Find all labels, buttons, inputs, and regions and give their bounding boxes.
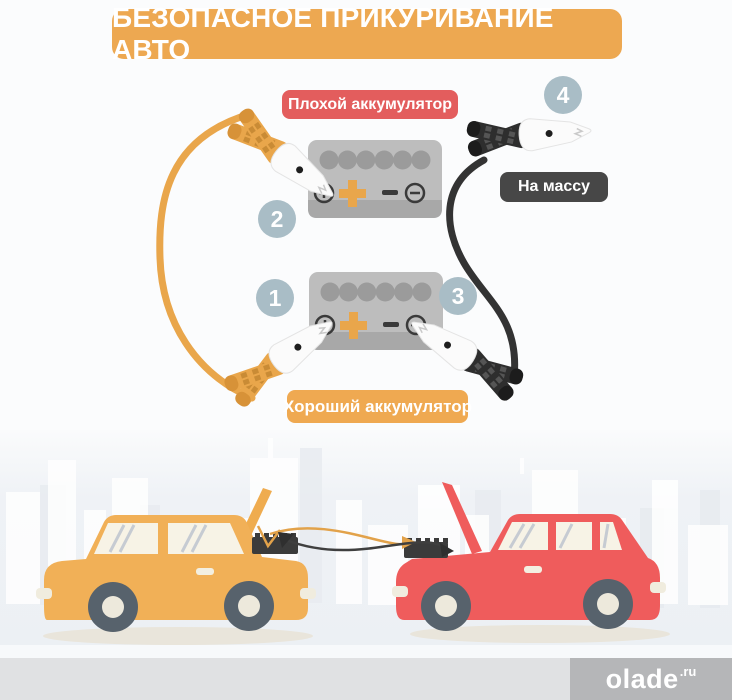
minus-marker-icon xyxy=(382,190,398,195)
step-badge-1: 1 xyxy=(256,279,294,317)
minus-marker-icon xyxy=(383,322,399,327)
front-bumper xyxy=(392,586,408,597)
ground-label: На массу xyxy=(500,172,608,202)
car-shadow xyxy=(43,627,313,645)
street-scene xyxy=(0,430,732,658)
svg-text:2: 2 xyxy=(271,206,284,232)
jumper-cables xyxy=(256,525,454,557)
car-window xyxy=(556,522,592,550)
page-title: БЕЗОПАСНОЕ ПРИКУРИВАНИЕ АВТО xyxy=(112,2,622,65)
rear-bumper xyxy=(36,588,52,599)
plus-marker-icon xyxy=(340,312,367,339)
car-window xyxy=(168,523,244,554)
watermark-olade: olade.ru xyxy=(570,658,732,700)
bad-battery-icon xyxy=(308,140,442,218)
recipient-car xyxy=(392,482,666,631)
bad-battery-label: Плохой аккумулятор xyxy=(282,90,458,119)
open-hood xyxy=(442,482,482,554)
car-window xyxy=(498,522,548,550)
good-battery-label: Хороший аккумулятор xyxy=(283,390,472,423)
svg-text:3: 3 xyxy=(452,283,465,309)
rear-bumper xyxy=(650,582,666,593)
positive-cable xyxy=(156,110,256,402)
step-badge-4: 4 xyxy=(544,76,582,114)
donor-car xyxy=(36,488,316,632)
watermark-name: olade xyxy=(605,663,679,694)
step-badge-3: 3 xyxy=(439,277,477,315)
ground-clamp-icon xyxy=(463,110,594,160)
svg-text:1: 1 xyxy=(269,285,282,311)
svg-text:4: 4 xyxy=(557,82,570,108)
plus-marker-icon xyxy=(339,180,366,207)
watermark-tld: .ru xyxy=(679,663,697,679)
front-bumper xyxy=(300,588,316,599)
wiring-diagram: 2 4 1 3 xyxy=(156,76,594,413)
scene-base-strip xyxy=(0,645,732,658)
step-badge-2: 2 xyxy=(258,200,296,238)
negative-terminal-icon xyxy=(404,182,426,204)
good-battery-icon xyxy=(309,272,443,350)
car-shadow xyxy=(410,625,670,643)
door-handle xyxy=(196,568,214,575)
door-handle xyxy=(524,566,542,573)
negative-cable xyxy=(446,156,519,382)
